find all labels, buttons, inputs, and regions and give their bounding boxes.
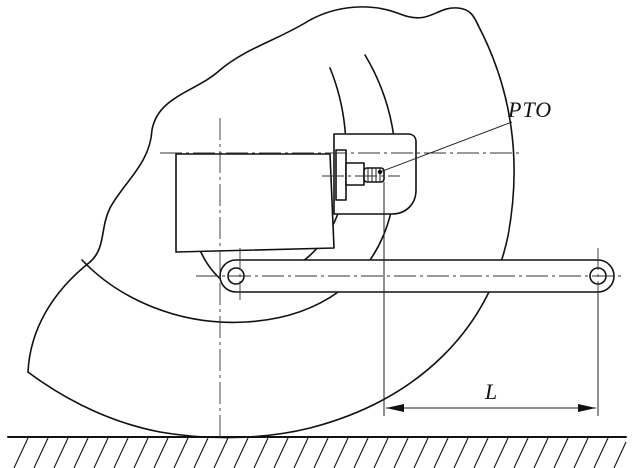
body-block [175, 153, 335, 253]
pto-label: PTO [508, 97, 553, 122]
ground-hatching [13, 437, 627, 468]
pto-collar [345, 162, 365, 186]
dimension-arrow-left [386, 404, 404, 412]
pto-leader-line [379, 121, 513, 173]
dimension-arrow-right [578, 404, 596, 412]
pto-leader-dot [377, 169, 383, 175]
pto-housing [333, 133, 417, 215]
dimension-l-label: L [485, 379, 498, 404]
break-line [27, 6, 479, 373]
tire-lower-arc [27, 371, 161, 433]
pto-flange [335, 149, 347, 201]
ground [7, 436, 627, 468]
pto-leader [377, 121, 513, 175]
dimension-l [383, 182, 599, 416]
tractor-body [175, 153, 335, 253]
tire-outer-arc [159, 24, 515, 439]
